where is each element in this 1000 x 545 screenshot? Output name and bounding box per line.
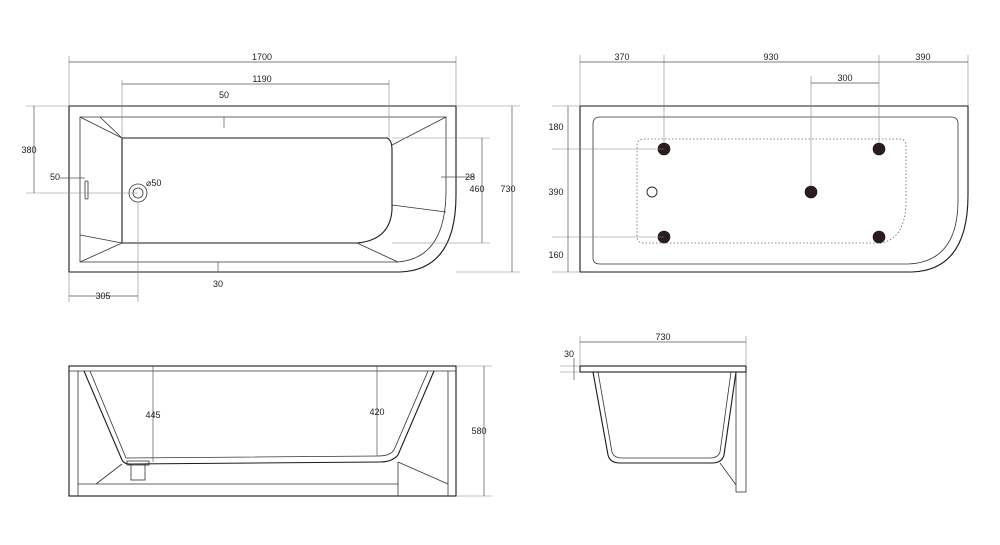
dim-right-gap: 28: [465, 172, 475, 182]
front-view-shell-inner: [89, 370, 429, 459]
underside-frame: [636, 138, 907, 244]
drain-trap-icon: [130, 463, 146, 481]
front-view-shell: [83, 370, 435, 465]
dim-left-width: 380: [21, 145, 36, 155]
top-view-outline: [68, 105, 457, 273]
dim-overall-length: 1700: [252, 52, 272, 62]
dim-overall-height: 580: [471, 426, 486, 436]
side-view-shell: [592, 371, 737, 464]
dim-overall-width: 730: [500, 184, 515, 194]
top-view: 1700 1190 50 380 50 ⌀50 28 460 730: [21, 52, 520, 302]
dim-top-margin: 180: [548, 122, 563, 132]
dim-bottom-gap: 30: [213, 279, 223, 289]
dim-side-gap: 50: [50, 172, 60, 182]
dim-side-width: 730: [655, 332, 670, 342]
dim-drain-offset: 305: [95, 291, 110, 301]
overflow-slot: [84, 180, 89, 200]
dim-leg-spacing: 390: [548, 187, 563, 197]
underside-inner-rim: [592, 116, 959, 265]
underside-view: 370 930 390 300 180 390 160: [548, 52, 969, 273]
support-leg: [804, 185, 818, 199]
side-view-rim: [579, 365, 747, 373]
dim-top-gap: 50: [219, 90, 229, 100]
dim-drain-diameter: ⌀50: [146, 178, 161, 188]
dim-left-depth: 445: [145, 410, 160, 420]
dim-right-segment: 390: [915, 52, 930, 62]
front-view: 445 420 580: [68, 365, 492, 497]
top-view-slope-lines: [79, 116, 447, 263]
support-leg: [872, 142, 886, 156]
underside-outline: [579, 105, 969, 273]
dim-inner-width: 460: [469, 184, 484, 194]
support-leg: [872, 230, 886, 244]
dim-middle-segment: 930: [763, 52, 778, 62]
top-view-inner-rim: [79, 116, 447, 263]
side-view-shell-inner: [597, 371, 732, 459]
drain-opening-icon: [646, 186, 658, 198]
dim-inner-length: 1190: [252, 74, 271, 84]
dim-left-segment: 370: [614, 52, 629, 62]
dim-center-leg-offset: 300: [837, 73, 852, 83]
dim-right-depth: 420: [369, 407, 384, 417]
dim-rim-thickness: 30: [564, 349, 574, 359]
top-view-basin: [121, 137, 393, 244]
front-view-outline: [68, 365, 457, 497]
side-view: 730 30: [560, 332, 747, 493]
dim-bottom-margin: 160: [548, 250, 563, 260]
